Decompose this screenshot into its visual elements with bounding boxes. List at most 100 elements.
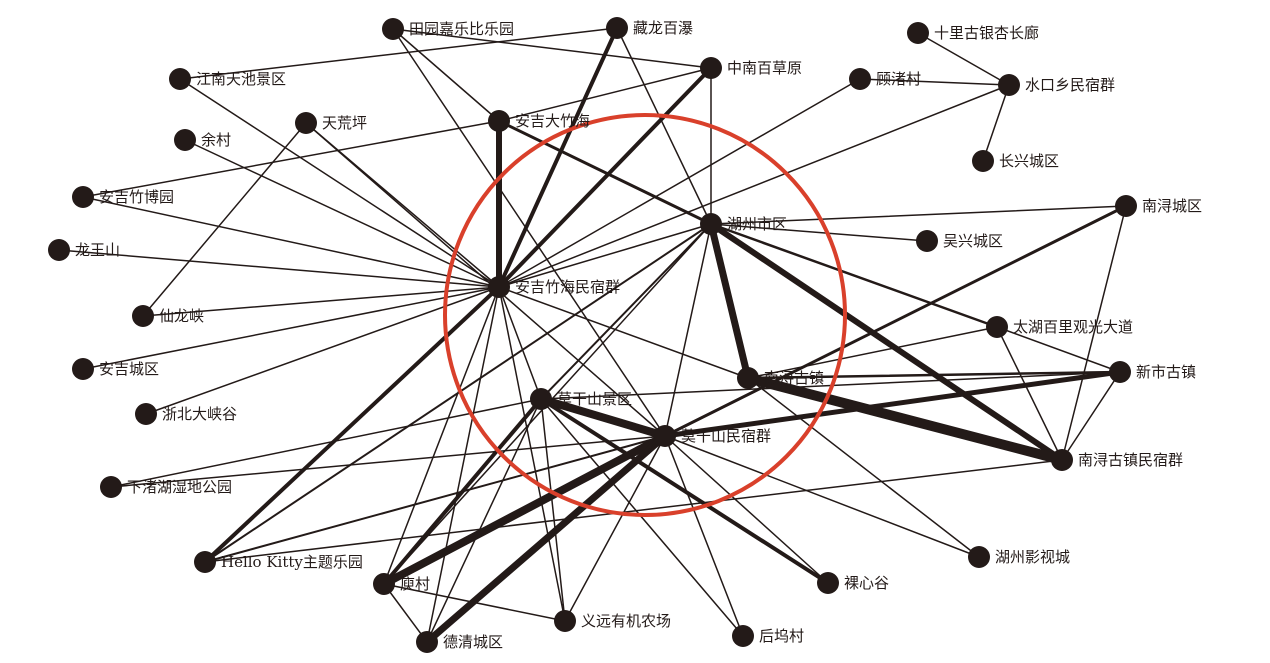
edge-shili-shuikou: [917, 32, 1010, 86]
edge-anjimsq-hellokitty: [203, 285, 501, 564]
node-dot: [554, 610, 576, 632]
edge-zhebei-anjimsq: [145, 286, 500, 415]
edge-anjimsq-moganshan: [498, 286, 542, 400]
node-moganshan: 莫干山景区: [530, 388, 632, 410]
node-dot: [1051, 449, 1073, 471]
node-dot: [986, 316, 1008, 338]
node-dot: [382, 18, 404, 40]
node-label: 义远有机农场: [581, 612, 671, 630]
node-anjidzh: 安吉大竹海: [488, 110, 590, 132]
node-label: 长兴城区: [999, 152, 1059, 170]
node-dot: [132, 305, 154, 327]
edge-moganshan-houwu: [540, 398, 744, 637]
node-label: 莫干山民宿群: [681, 427, 771, 445]
node-dot: [48, 239, 70, 261]
edge-nanxun_cq-nanxunmsq: [1061, 205, 1127, 461]
highlight-ring: [443, 113, 847, 517]
node-nanxun_cq: 南浔城区: [1115, 195, 1202, 217]
edge-moganmsq-xiazhu: [110, 435, 666, 488]
edge-shuikou-changxing: [982, 84, 1010, 162]
node-label: 安吉竹海民宿群: [515, 278, 620, 296]
edge-huzhou-nanxun_cq: [710, 205, 1127, 225]
node-dot: [654, 425, 676, 447]
node-yucun: 余村: [174, 129, 231, 151]
node-label: 湖州影视城: [995, 548, 1070, 566]
node-xiazhu: 下渚湖湿地公园: [100, 476, 232, 498]
node-luoxin: 裸心谷: [817, 572, 889, 594]
edge-canglong-huzhou: [616, 27, 712, 225]
edge-zhubo-anjidzh: [82, 120, 500, 198]
node-label: 南浔城区: [1142, 197, 1202, 215]
node-dot: [1109, 361, 1131, 383]
node-label: 吴兴城区: [943, 232, 1003, 250]
node-label: 十里古银杏长廊: [934, 24, 1039, 42]
node-dot: [817, 572, 839, 594]
node-label: 德清城区: [443, 633, 503, 651]
node-label: Hello Kitty主题乐园: [221, 553, 363, 571]
edge-tianhuang-xianlong: [142, 122, 307, 317]
node-dot: [530, 388, 552, 410]
node-yingshi: 湖州影视城: [968, 546, 1070, 568]
edge-moganmsq-luoxin: [664, 435, 829, 584]
node-dot: [916, 230, 938, 252]
node-label: 江南天池景区: [196, 70, 286, 88]
edge-moganshan-deqing: [426, 398, 542, 643]
node-dot: [907, 22, 929, 44]
node-label: 莫干山景区: [557, 390, 632, 408]
edge-jiangnan-canglong: [179, 27, 618, 80]
node-dot: [174, 129, 196, 151]
node-label: 藏龙百瀑: [633, 19, 693, 37]
node-label: 天荒坪: [322, 114, 367, 132]
edge-tianyuan-zhongnan: [392, 28, 712, 69]
node-longwang: 龙王山: [48, 239, 120, 261]
edge-nanxun_cq-moganmsq: [663, 204, 1128, 438]
edge-nanxun_gz-yingshi: [747, 377, 980, 558]
node-huzhou: 湖州市区: [700, 213, 787, 235]
edge-layer: [58, 26, 1128, 646]
node-deqing: 德清城区: [416, 631, 503, 653]
node-label: 下渚湖湿地公园: [127, 478, 232, 496]
node-zhubo: 安吉竹博园: [72, 186, 174, 208]
node-label: 新市古镇: [1136, 363, 1196, 381]
edge-huzhou-moganshan: [540, 223, 712, 400]
edge-zhongnan-anjidzh: [498, 67, 712, 122]
node-label: 中南百草原: [727, 59, 802, 77]
node-dot: [849, 68, 871, 90]
node-dot: [72, 358, 94, 380]
edge-moganmsq-hellokitty: [204, 435, 666, 563]
edge-canglong-anjimsq: [497, 26, 619, 289]
edge-anjidzh-huzhou: [497, 119, 713, 226]
node-anji_cq: 安吉城区: [72, 358, 159, 380]
node-label: 仙龙峡: [159, 307, 204, 325]
node-dot: [100, 476, 122, 498]
node-dot: [416, 631, 438, 653]
node-label: 水口乡民宿群: [1025, 76, 1115, 94]
edge-anjimsq-huzhou: [498, 223, 712, 288]
edge-tianyuan-moganmsq: [392, 28, 666, 437]
node-label: 龙王山: [75, 241, 120, 259]
node-zhongnan: 中南百草原: [700, 57, 802, 79]
node-label: 庾村: [400, 575, 430, 593]
edge-zhongnan-anjimsq: [497, 66, 713, 289]
node-tianhuang: 天荒坪: [295, 112, 367, 134]
node-label: 裸心谷: [844, 574, 889, 592]
node-dot: [700, 213, 722, 235]
node-dot: [194, 551, 216, 573]
edge-anjimsq-shuikou: [498, 84, 1010, 288]
node-label: 浙北大峡谷: [162, 405, 237, 423]
edge-huzhou-taihu: [709, 222, 999, 329]
edge-moganshan-moganmsq: [537, 395, 669, 440]
edge-xianlong-anjimsq: [142, 286, 500, 317]
node-yiyuan: 义远有机农场: [554, 610, 671, 632]
edge-anjimsq-yuncun: [383, 286, 500, 585]
node-label: 安吉竹博园: [99, 188, 174, 206]
node-dot: [606, 17, 628, 39]
node-label: 太湖百里观光大道: [1013, 318, 1133, 336]
node-dot: [737, 367, 759, 389]
edge-nanxun_gz-xinshi: [746, 370, 1122, 380]
node-label: 余村: [201, 131, 231, 149]
edge-huzhou-wuxing: [710, 223, 928, 242]
edge-tianhuang-moganmsq: [305, 122, 666, 437]
edge-guzhu-shuikou: [859, 78, 1010, 86]
node-tianyuan: 田园嘉乐比乐园: [382, 18, 514, 40]
